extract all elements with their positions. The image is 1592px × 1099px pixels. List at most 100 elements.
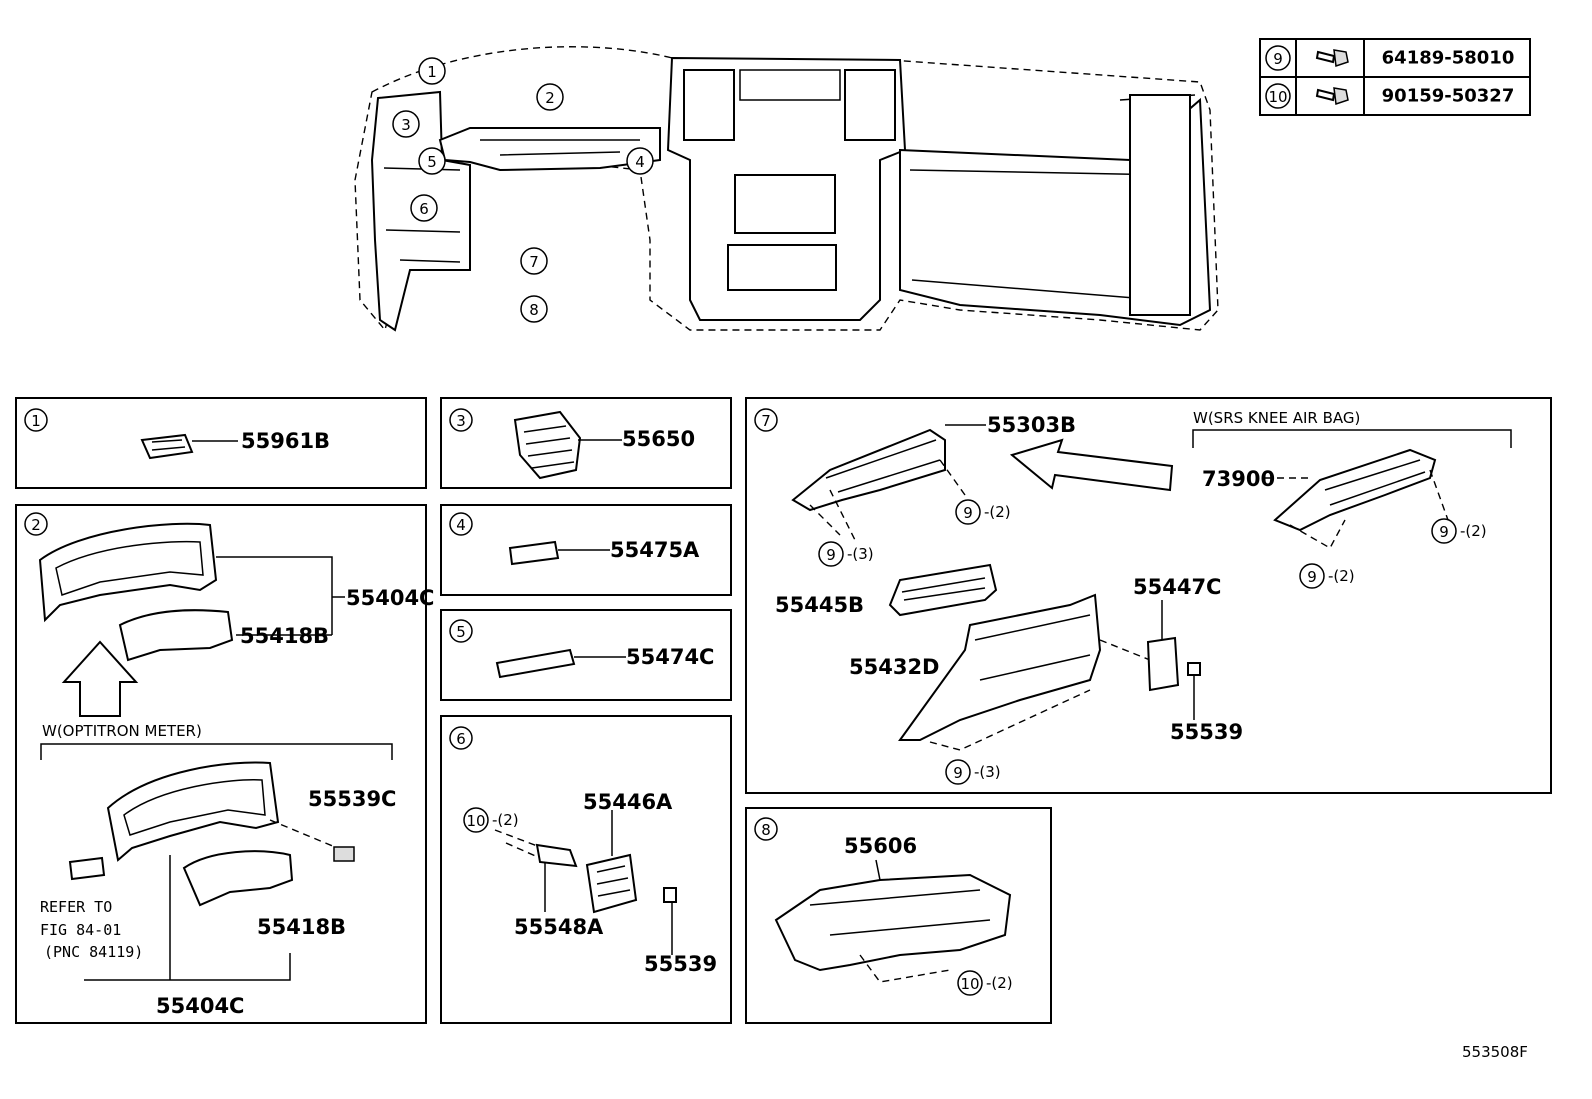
overview-callout-3: 3	[392, 110, 420, 138]
table-key-10: 10	[1265, 83, 1291, 109]
panel-5	[495, 648, 626, 679]
panel-key-8: 8	[754, 817, 778, 841]
svg-text:7: 7	[761, 412, 771, 430]
part-label-55606: 55606	[844, 834, 917, 858]
part-label-55447C: 55447C	[1133, 575, 1221, 599]
svg-text:9: 9	[1307, 568, 1317, 586]
svg-text:3: 3	[401, 116, 411, 134]
svg-text:6: 6	[456, 730, 466, 748]
fastener-callout-10-p6-circle: 10	[463, 807, 489, 833]
part-label-55474C: 55474C	[626, 645, 714, 669]
part-label-55418B-option: 55418B	[257, 915, 346, 939]
svg-text:7: 7	[529, 253, 539, 271]
refer-line-2: FIG 84-01	[40, 921, 121, 939]
part-label-55445B: 55445B	[775, 593, 864, 617]
overview-callout-6: 6	[410, 194, 438, 222]
panel-4-frame	[440, 504, 732, 596]
bolt-icon	[1315, 49, 1349, 68]
panel-key-6: 6	[449, 726, 473, 750]
option-title-knee-airbag: W(SRS KNEE AIR BAG)	[1193, 409, 1360, 427]
refer-line-1: REFER TO	[40, 898, 112, 916]
refer-line-3: (PNC 84119)	[44, 943, 143, 961]
fastener-callout-9-3-circle: 9	[1299, 563, 1325, 589]
panel-key-3: 3	[449, 408, 473, 432]
fastener-callout-9-4-qty: -(3)	[974, 763, 1001, 781]
panel-3-frame	[440, 397, 732, 489]
fastener-callout-9-1-qty: -(3)	[847, 545, 874, 563]
panel-2-frame	[15, 504, 427, 1024]
panel-7-frame	[745, 397, 1552, 794]
fastener-callout-9-2-circle: 9	[1431, 518, 1457, 544]
svg-text:5: 5	[427, 153, 437, 171]
part-label-55539C: 55539C	[308, 787, 396, 811]
svg-text:9: 9	[1273, 50, 1283, 68]
svg-text:10: 10	[1268, 88, 1287, 106]
panel-7	[791, 424, 1512, 751]
panel-3	[513, 410, 622, 480]
fastener-callout-9-2-qty: -(2)	[1460, 522, 1487, 540]
overview-callout-7: 7	[520, 247, 548, 275]
overview-callout-4: 4	[626, 147, 654, 175]
part-label-55418B: 55418B	[240, 624, 329, 648]
panel-4	[508, 540, 610, 566]
part-label-55539-p6: 55539	[644, 952, 717, 976]
part-label-55303B: 55303B	[987, 413, 1076, 437]
table-part-number: 90159-50327	[1382, 86, 1515, 107]
table-part-number: 64189-58010	[1382, 48, 1515, 69]
overview-callout-8: 8	[520, 295, 548, 323]
svg-text:9: 9	[963, 504, 973, 522]
svg-text:3: 3	[456, 412, 466, 430]
svg-text:8: 8	[529, 301, 539, 319]
overview-callout-5: 5	[418, 147, 446, 175]
fastener-callout-9-3-qty: -(2)	[1328, 567, 1355, 585]
panel-key-1: 1	[24, 408, 48, 432]
fastener-callout-9-0-circle: 9	[955, 499, 981, 525]
dashboard-assembly-overview: 1 2 3 5 4 6 7 8	[354, 46, 1219, 332]
svg-text:9: 9	[826, 546, 836, 564]
svg-text:2: 2	[31, 516, 41, 534]
part-label-55404C: 55404C	[346, 586, 434, 610]
fastener-callout-10-p8-qty: -(2)	[986, 974, 1013, 992]
svg-text:4: 4	[635, 153, 645, 171]
panel-key-5: 5	[449, 619, 473, 643]
svg-text:5: 5	[456, 623, 466, 641]
bolt-icon	[1315, 87, 1349, 106]
svg-text:2: 2	[545, 89, 555, 107]
part-label-55539-p7: 55539	[1170, 720, 1243, 744]
panel-8	[774, 859, 1012, 983]
part-label-73900: 73900	[1202, 467, 1275, 491]
part-label-55961B: 55961B	[241, 429, 330, 453]
overview-callout-2: 2	[536, 83, 564, 111]
svg-text:1: 1	[31, 412, 41, 430]
svg-text:10: 10	[466, 812, 485, 830]
fastener-callout-10-p6-qty: -(2)	[492, 811, 519, 829]
part-label-55475A: 55475A	[610, 538, 700, 562]
panel-6	[494, 810, 677, 955]
table-key-9: 9	[1265, 45, 1291, 71]
panel-8-frame	[745, 807, 1052, 1024]
svg-text:4: 4	[456, 516, 466, 534]
part-label-55404C-option: 55404C	[156, 994, 244, 1018]
fastener-callout-9-0-qty: -(2)	[984, 503, 1011, 521]
panel-key-4: 4	[449, 512, 473, 536]
figure-code-label: 553508F	[1462, 1043, 1528, 1061]
panel-5-frame	[440, 609, 732, 701]
fastener-callout-9-1-circle: 9	[818, 541, 844, 567]
svg-text:9: 9	[953, 764, 963, 782]
option-title-optitron: W(OPTITRON METER)	[42, 722, 202, 740]
fastener-callout-10-p8-circle: 10	[957, 970, 983, 996]
overview-callout-1: 1	[418, 57, 446, 85]
part-label-55548A: 55548A	[514, 915, 604, 939]
part-label-55432D: 55432D	[849, 655, 940, 679]
panel-1	[140, 433, 238, 460]
fastener-callout-9-4-circle: 9	[945, 759, 971, 785]
fastener-table: 9 64189-58010 10 90159-50327	[1259, 38, 1531, 116]
panel-key-2: 2	[24, 512, 48, 536]
part-label-55650: 55650	[622, 427, 695, 451]
svg-text:8: 8	[761, 821, 771, 839]
panel-6-frame	[440, 715, 732, 1024]
panel-1-frame	[15, 397, 427, 489]
svg-text:9: 9	[1439, 523, 1449, 541]
panel-key-7: 7	[754, 408, 778, 432]
